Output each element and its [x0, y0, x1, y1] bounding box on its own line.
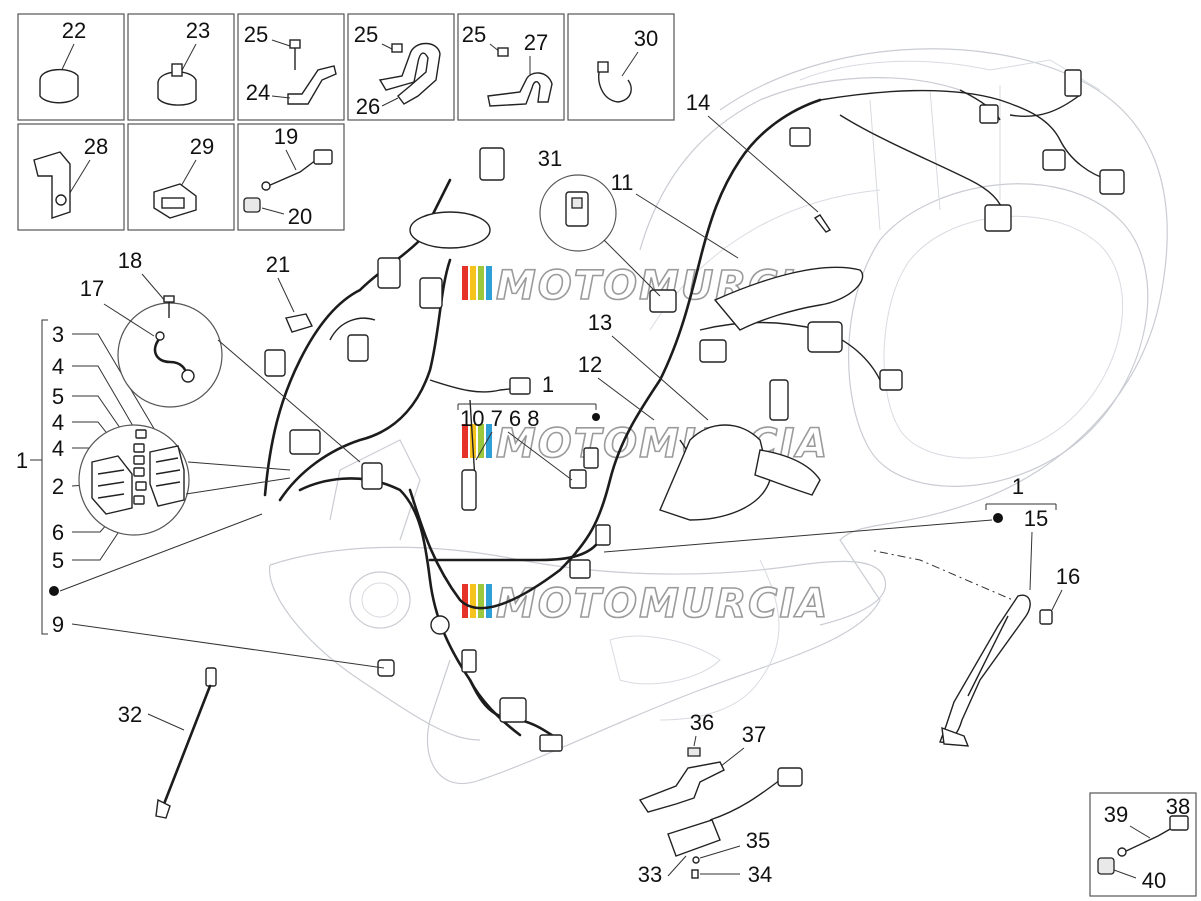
label-12: 12 [578, 352, 602, 377]
label-27: 27 [524, 30, 548, 55]
left-group-1: 1 3 4 5 4 4 2 6 5 9 [16, 319, 385, 669]
label-29: 29 [190, 134, 214, 159]
bullet-marker-left [49, 586, 59, 596]
callout-14: 14 [686, 90, 819, 213]
label-5-b: 5 [52, 548, 64, 573]
label-34: 34 [748, 862, 772, 887]
box-30: 30 [567, 13, 675, 121]
box-24: 25 24 [237, 13, 345, 121]
label-13: 13 [588, 310, 612, 335]
label-6: 6 [52, 520, 64, 545]
callout-12: 12 [578, 352, 655, 421]
label-17: 17 [80, 276, 104, 301]
callout-11: 11 [611, 170, 739, 259]
group-label-10-7-6-8: 1 10 7 6 8 [457, 372, 600, 481]
label-40: 40 [1142, 868, 1166, 893]
label-1-center: 1 [542, 372, 554, 397]
box-27: 25 27 [457, 13, 565, 121]
box-19-20: 19 20 [237, 123, 345, 231]
callout-13: 13 [588, 310, 709, 421]
label-36: 36 [690, 710, 714, 735]
callout-16: 16 [1039, 564, 1080, 625]
label-38: 38 [1166, 794, 1190, 819]
label-28: 28 [84, 134, 108, 159]
module-33-37: 36 37 35 33 34 [638, 710, 803, 887]
probe-32: 32 [118, 667, 217, 819]
label-25-c: 25 [462, 22, 486, 47]
connector-31-detail: 31 [538, 146, 661, 297]
box-23: 23 [127, 13, 235, 121]
main-wiring-harness [263, 89, 1111, 742]
label-14: 14 [686, 90, 710, 115]
box-22: 22 [17, 13, 125, 121]
label-4-a: 4 [52, 354, 64, 379]
label-25-b: 25 [354, 22, 378, 47]
label-25-a: 25 [244, 22, 268, 47]
scooter-body-outline [268, 48, 1168, 785]
label-2: 2 [52, 474, 64, 499]
label-22: 22 [62, 18, 86, 43]
box-28: 28 [17, 123, 125, 231]
label-21: 21 [266, 252, 290, 277]
label-19: 19 [274, 124, 298, 149]
clip-21: 21 [266, 252, 313, 333]
label-20: 20 [288, 204, 312, 229]
label-15: 15 [1024, 506, 1048, 531]
label-11: 11 [611, 170, 634, 195]
label-4-c: 4 [52, 436, 64, 461]
label-31: 31 [538, 146, 562, 171]
label-4-b: 4 [52, 410, 64, 435]
watermark-text-2: MOTOMURCIA [496, 421, 829, 467]
label-32: 32 [118, 702, 142, 727]
box-26: 25 26 [347, 13, 455, 121]
label-35: 35 [746, 828, 770, 853]
label-16: 16 [1056, 564, 1080, 589]
callout-1-right: 1 15 [603, 474, 1057, 605]
label-30: 30 [634, 26, 658, 51]
watermark-3: MOTOMURCIA [462, 580, 829, 628]
label-37: 37 [742, 722, 766, 747]
label-1-right: 1 [1012, 474, 1024, 499]
label-3: 3 [52, 322, 64, 347]
label-23: 23 [186, 18, 210, 43]
box-38-39-40: 38 39 40 [1089, 792, 1197, 897]
label-1-left: 1 [16, 448, 28, 473]
label-39: 39 [1104, 802, 1128, 827]
label-9: 9 [52, 612, 64, 637]
bullet-marker-center [592, 413, 600, 421]
harness-connectors [264, 69, 1125, 752]
label-24: 24 [246, 80, 270, 105]
label-18: 18 [118, 248, 142, 273]
label-33: 33 [638, 862, 662, 887]
watermark-text-3: MOTOMURCIA [496, 581, 829, 627]
box-29: 29 [127, 123, 235, 231]
label-5-a: 5 [52, 384, 64, 409]
label-10-7-6-8: 10 7 6 8 [460, 406, 540, 431]
label-26: 26 [356, 94, 380, 119]
bullet-marker-right [993, 513, 1003, 523]
ground-strap-detail: 18 17 [80, 248, 361, 463]
stand-15 [939, 594, 1031, 747]
